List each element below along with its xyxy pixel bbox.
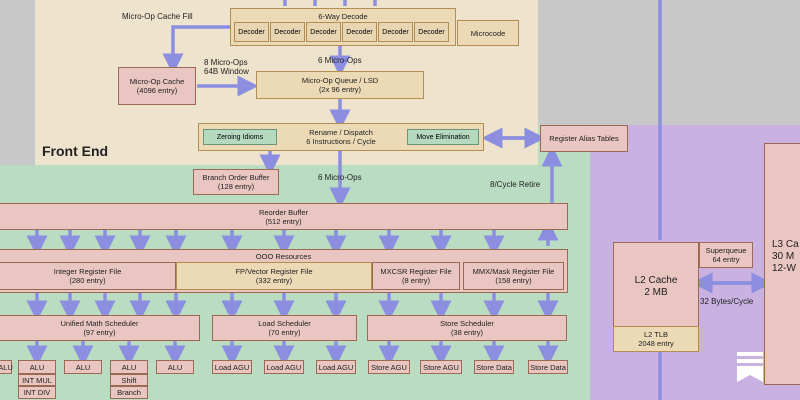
alu-unit-3: ALU	[64, 360, 102, 374]
rob-block: Reorder Buffer (512 entry)	[0, 203, 568, 230]
move-elimination-block: Move Elimination	[407, 129, 479, 145]
l2-tlb-name: L2 TLB	[643, 330, 669, 339]
l3-line-3: 12-W	[772, 263, 796, 274]
l2-tlb-block: L2 TLB 2048 entry	[613, 326, 699, 352]
alu-unit-4: ALU	[110, 360, 148, 374]
bookmark-icon[interactable]	[735, 352, 765, 384]
store-scheduler-size: (38 entry)	[450, 328, 484, 337]
zeroing-idioms-block: Zeroing Idioms	[203, 129, 277, 145]
decode-title: 6-Way Decode	[318, 12, 368, 21]
l3-line-1: L3 Ca	[772, 239, 799, 250]
decoder-5: Decoder	[378, 22, 413, 42]
l2-tlb-size: 2048 entry	[638, 339, 674, 348]
mmx-rf-name: MMX/Mask Register File	[472, 267, 555, 276]
load-scheduler-size: (70 entry)	[268, 328, 301, 337]
math-scheduler-block: Unified Math Scheduler (97 entry)	[0, 315, 200, 341]
shift-unit: Shift	[110, 374, 148, 386]
load-agu-3: Load AGU	[316, 360, 356, 374]
rename-rate: 6 Instructions / Cycle	[306, 137, 376, 146]
decoder-6: Decoder	[414, 22, 449, 42]
window-64b-label: 64B Window	[204, 67, 249, 76]
rob-name: Reorder Buffer	[258, 207, 309, 217]
mxcsr-rf-name: MXCSR Register File	[380, 267, 452, 276]
l3-cache-block: L3 Ca 30 M 12-W	[764, 143, 800, 385]
mxcsr-rf-block: MXCSR Register File (8 entry)	[372, 262, 460, 290]
math-scheduler-name: Unified Math Scheduler	[60, 319, 139, 328]
uop-cache-block: Micro-Op Cache (4096 entry)	[118, 67, 196, 105]
int-rf-size: (280 entry)	[69, 276, 106, 285]
fp-rf-block: FP/Vector Register File (332 entry)	[176, 262, 372, 290]
uop-queue-name: Micro-Op Queue / LSD	[301, 76, 379, 85]
uop-queue-size: (2x 96 entry)	[318, 85, 362, 94]
bob-size: (128 entry)	[217, 182, 255, 191]
uop-cache-fill-label: Micro-Op Cache Fill	[122, 12, 193, 21]
bob-name: Branch Order Buffer	[202, 173, 270, 182]
int-mul-unit: INT MUL	[18, 374, 56, 386]
int-rf-name: Integer Register File	[53, 267, 122, 276]
store-agu-2: Store AGU	[420, 360, 462, 374]
rob-size: (512 entry)	[265, 216, 302, 226]
l2-cache-size: 2 MB	[644, 287, 668, 298]
uop-cache-size: (4096 entry)	[136, 86, 178, 95]
l3-line-2: 30 M	[772, 251, 795, 262]
alu-unit-5: ALU	[156, 360, 194, 374]
alu-unit-1: ALU	[0, 360, 13, 374]
decoder-3: Decoder	[306, 22, 341, 42]
mmx-rf-size: (158 entry)	[495, 276, 532, 285]
decoder-2: Decoder	[270, 22, 305, 42]
bandwidth-label: 32 Bytes/Cycle	[700, 297, 754, 306]
load-agu-1: Load AGU	[212, 360, 252, 374]
l2-cache-name: L2 Cache	[634, 275, 678, 286]
load-agu-2: Load AGU	[264, 360, 304, 374]
mmx-rf-block: MMX/Mask Register File (158 entry)	[463, 262, 564, 290]
eight-uops-label: 8 Micro-Ops	[204, 58, 248, 67]
fp-rf-name: FP/Vector Register File	[235, 267, 313, 276]
rat-block: Register Alias Tables	[540, 125, 628, 152]
front-end-title: Front End	[42, 143, 109, 159]
decoder-1: Decoder	[234, 22, 269, 42]
retire-label: 8/Cycle Retire	[490, 180, 541, 189]
math-scheduler-size: (97 entry)	[83, 328, 116, 337]
superqueue-size: 64 entry	[712, 255, 740, 264]
store-scheduler-block: Store Scheduler (38 entry)	[367, 315, 567, 341]
rename-name: Rename / Dispatch	[309, 128, 373, 137]
decoder-4: Decoder	[342, 22, 377, 42]
superqueue-name: Superqueue	[705, 246, 747, 255]
mxcsr-rf-size: (8 entry)	[402, 276, 430, 285]
branch-unit: Branch	[110, 386, 148, 399]
six-uops-label-top: 6 Micro-Ops	[318, 56, 362, 65]
uop-queue-block: Micro-Op Queue / LSD (2x 96 entry)	[256, 71, 424, 99]
store-agu-1: Store AGU	[368, 360, 410, 374]
load-scheduler-block: Load Scheduler (70 entry)	[212, 315, 357, 341]
store-data-2: Store Data	[528, 360, 568, 374]
ooo-title: OOO Resources	[255, 252, 312, 261]
microcode-block: Microcode	[457, 20, 519, 46]
fp-rf-size: (332 entry)	[255, 276, 293, 285]
six-uops-label-mid: 6 Micro-Ops	[318, 173, 362, 182]
int-div-unit: INT DIV	[18, 386, 56, 399]
alu-unit-2: ALU	[18, 360, 56, 374]
store-scheduler-name: Store Scheduler	[440, 319, 494, 328]
bob-block: Branch Order Buffer (128 entry)	[193, 169, 279, 195]
store-data-1: Store Data	[474, 360, 514, 374]
load-scheduler-name: Load Scheduler	[258, 319, 311, 328]
uop-cache-name: Micro-Op Cache	[129, 77, 185, 86]
superqueue-block: Superqueue 64 entry	[699, 242, 753, 268]
int-rf-block: Integer Register File (280 entry)	[0, 262, 176, 290]
